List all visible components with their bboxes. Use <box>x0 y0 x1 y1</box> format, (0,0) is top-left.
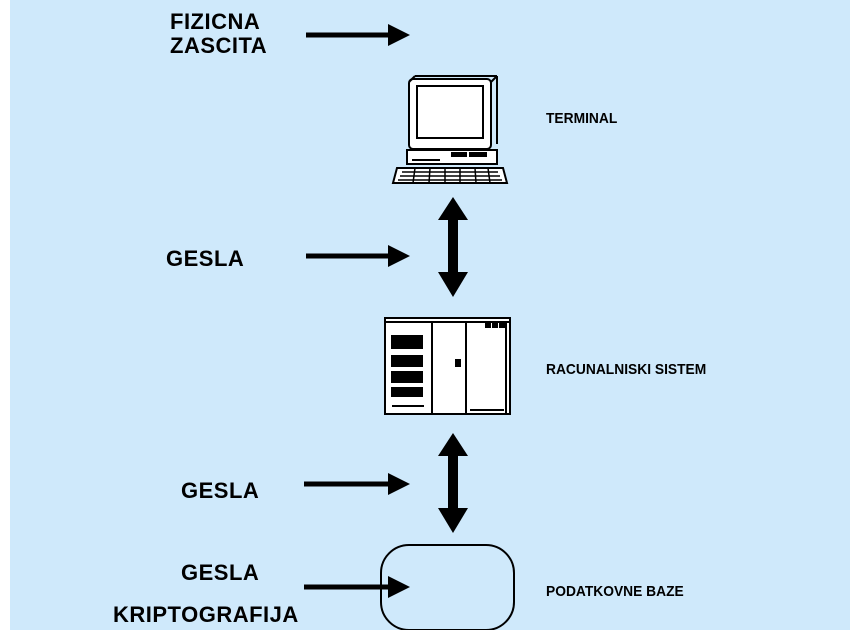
database-shape <box>380 544 515 630</box>
computer-terminal-icon <box>391 75 509 184</box>
label-racunalniski-sistem: RACUNALNISKI SISTEM <box>546 361 707 378</box>
label-podatkovne-baze: PODATKOVNE BAZE <box>546 583 684 600</box>
label-gesla-system: GESLA <box>181 478 260 503</box>
label-gesla-terminal: GESLA <box>166 246 245 271</box>
double-arrow-system-database <box>438 433 468 533</box>
server-cabinet-icon <box>384 317 511 415</box>
label-terminal: TERMINAL <box>546 110 618 127</box>
label-fizicna: FIZICNA <box>170 9 261 34</box>
arrow-gesla-database <box>304 576 410 598</box>
label-gesla-database: GESLA <box>181 560 260 585</box>
arrow-fizicna <box>306 24 410 46</box>
arrow-gesla-terminal <box>306 245 410 267</box>
label-zascita: ZASCITA <box>170 33 268 58</box>
label-kriptografija: KRIPTOGRAFIJA <box>113 602 299 627</box>
arrow-gesla-system <box>304 473 410 495</box>
double-arrow-terminal-system <box>438 197 468 297</box>
